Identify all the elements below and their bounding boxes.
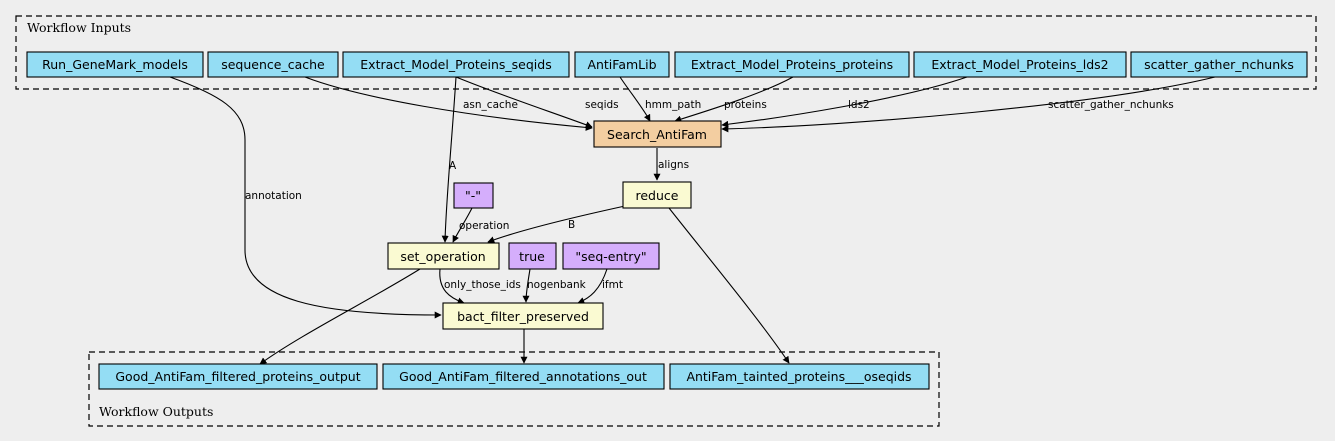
node-set-operation[interactable]: set_operation [387,242,500,270]
node-label: "seq-entry" [575,249,646,264]
node-label: true [519,249,545,264]
edge-label-b: B [568,219,575,231]
node-label: Good_AntiFam_filtered_annotations_out [399,369,647,384]
node-true-constant[interactable]: true [508,242,557,270]
edge-genemark-bact [169,76,442,319]
node-good-antifam-filtered-annotations-out[interactable]: Good_AntiFam_filtered_annotations_out [382,363,665,390]
edge-label-ifmt: ifmt [602,279,623,291]
edge-setop-bact [439,268,465,305]
workflow-outputs-label: Workflow Outputs [99,404,213,419]
edge-label-hmm-path: hmm_path [645,99,701,111]
edge-label-asn-cache: asn_cache [463,99,518,111]
node-antifamlib[interactable]: AntiFamLib [574,51,670,78]
edge-seqids-search [455,76,593,129]
edges [169,76,1216,365]
edge-label-a: A [449,160,457,172]
node-label: set_operation [400,249,485,264]
node-scatter-gather-nchunks[interactable]: scatter_gather_nchunks [1130,51,1308,78]
edge-sequence-cache-search [304,76,593,131]
workflow-inputs-cluster: Workflow Inputs [15,15,1317,90]
node-reduce[interactable]: reduce [622,181,692,209]
edge-seqids-setop [441,76,457,243]
edge-label-lds2: lds2 [848,99,870,111]
node-extract-model-proteins-proteins[interactable]: Extract_Model_Proteins_proteins [674,51,910,78]
edge-label-aligns: aligns [658,159,689,171]
edge-label-operation: operation [459,220,509,232]
edge-lds2-search [721,76,968,128]
node-label: Good_AntiFam_filtered_proteins_output [115,369,360,384]
edge-dash-setop [452,207,473,243]
edge-label-nogenbank: nogenbank [527,279,587,291]
node-label: reduce [636,188,679,203]
node-seq-entry-constant[interactable]: "seq-entry" [562,242,660,270]
node-extract-model-proteins-seqids[interactable]: Extract_Model_Proteins_seqids [342,51,570,78]
edge-label-seqids: seqids [585,99,619,111]
edge-label-annotation: annotation [245,190,302,202]
edge-seqentry-bact [577,268,608,304]
node-label: Extract_Model_Proteins_seqids [360,57,551,72]
node-bact-filter-preserved[interactable]: bact_filter_preserved [442,302,604,330]
workflow-inputs-label: Workflow Inputs [27,20,131,35]
edge-reduce-outtainted [668,207,790,364]
workflow-outputs-cluster: Workflow Outputs [88,351,940,427]
node-label: sequence_cache [221,57,325,72]
node-label: Search_AntiFam [607,127,707,142]
node-good-antifam-filtered-proteins-output[interactable]: Good_AntiFam_filtered_proteins_output [98,363,378,390]
node-label: "-" [465,188,481,203]
node-label: AntiFam_tainted_proteins___oseqids [686,369,911,384]
edge-antifamlib-search [619,76,651,122]
node-extract-model-proteins-lds2[interactable]: Extract_Model_Proteins_lds2 [913,51,1127,78]
node-antifam-tainted-proteins-oseqids[interactable]: AntiFam_tainted_proteins___oseqids [669,363,930,390]
node-label: Extract_Model_Proteins_lds2 [931,57,1108,72]
node-label: bact_filter_preserved [457,309,589,324]
edge-true-bact [522,268,531,303]
node-sequence-cache[interactable]: sequence_cache [207,51,339,78]
edge-label-proteins: proteins [724,99,767,111]
node-label: Run_GeneMark_models [42,57,188,72]
edge-labels: asn_cache seqids hmm_path proteins lds2 … [245,99,1174,291]
node-label: scatter_gather_nchunks [1144,57,1294,72]
node-dash-constant[interactable]: "-" [453,182,494,209]
edge-label-only-those-ids: only_those_ids [444,279,521,291]
edge-label-scatter: scatter_gather_nchunks [1048,99,1174,111]
edge-proteins-search [674,76,794,123]
edge-scatter-search [721,76,1216,133]
node-run-genemark-models[interactable]: Run_GeneMark_models [26,51,204,78]
node-label: Extract_Model_Proteins_proteins [691,57,893,72]
node-label: AntiFamLib [587,57,656,72]
node-search-antifam[interactable]: Search_AntiFam [593,120,722,148]
edge-reduce-setop [487,205,626,244]
edge-setop-outproteins [259,268,421,365]
